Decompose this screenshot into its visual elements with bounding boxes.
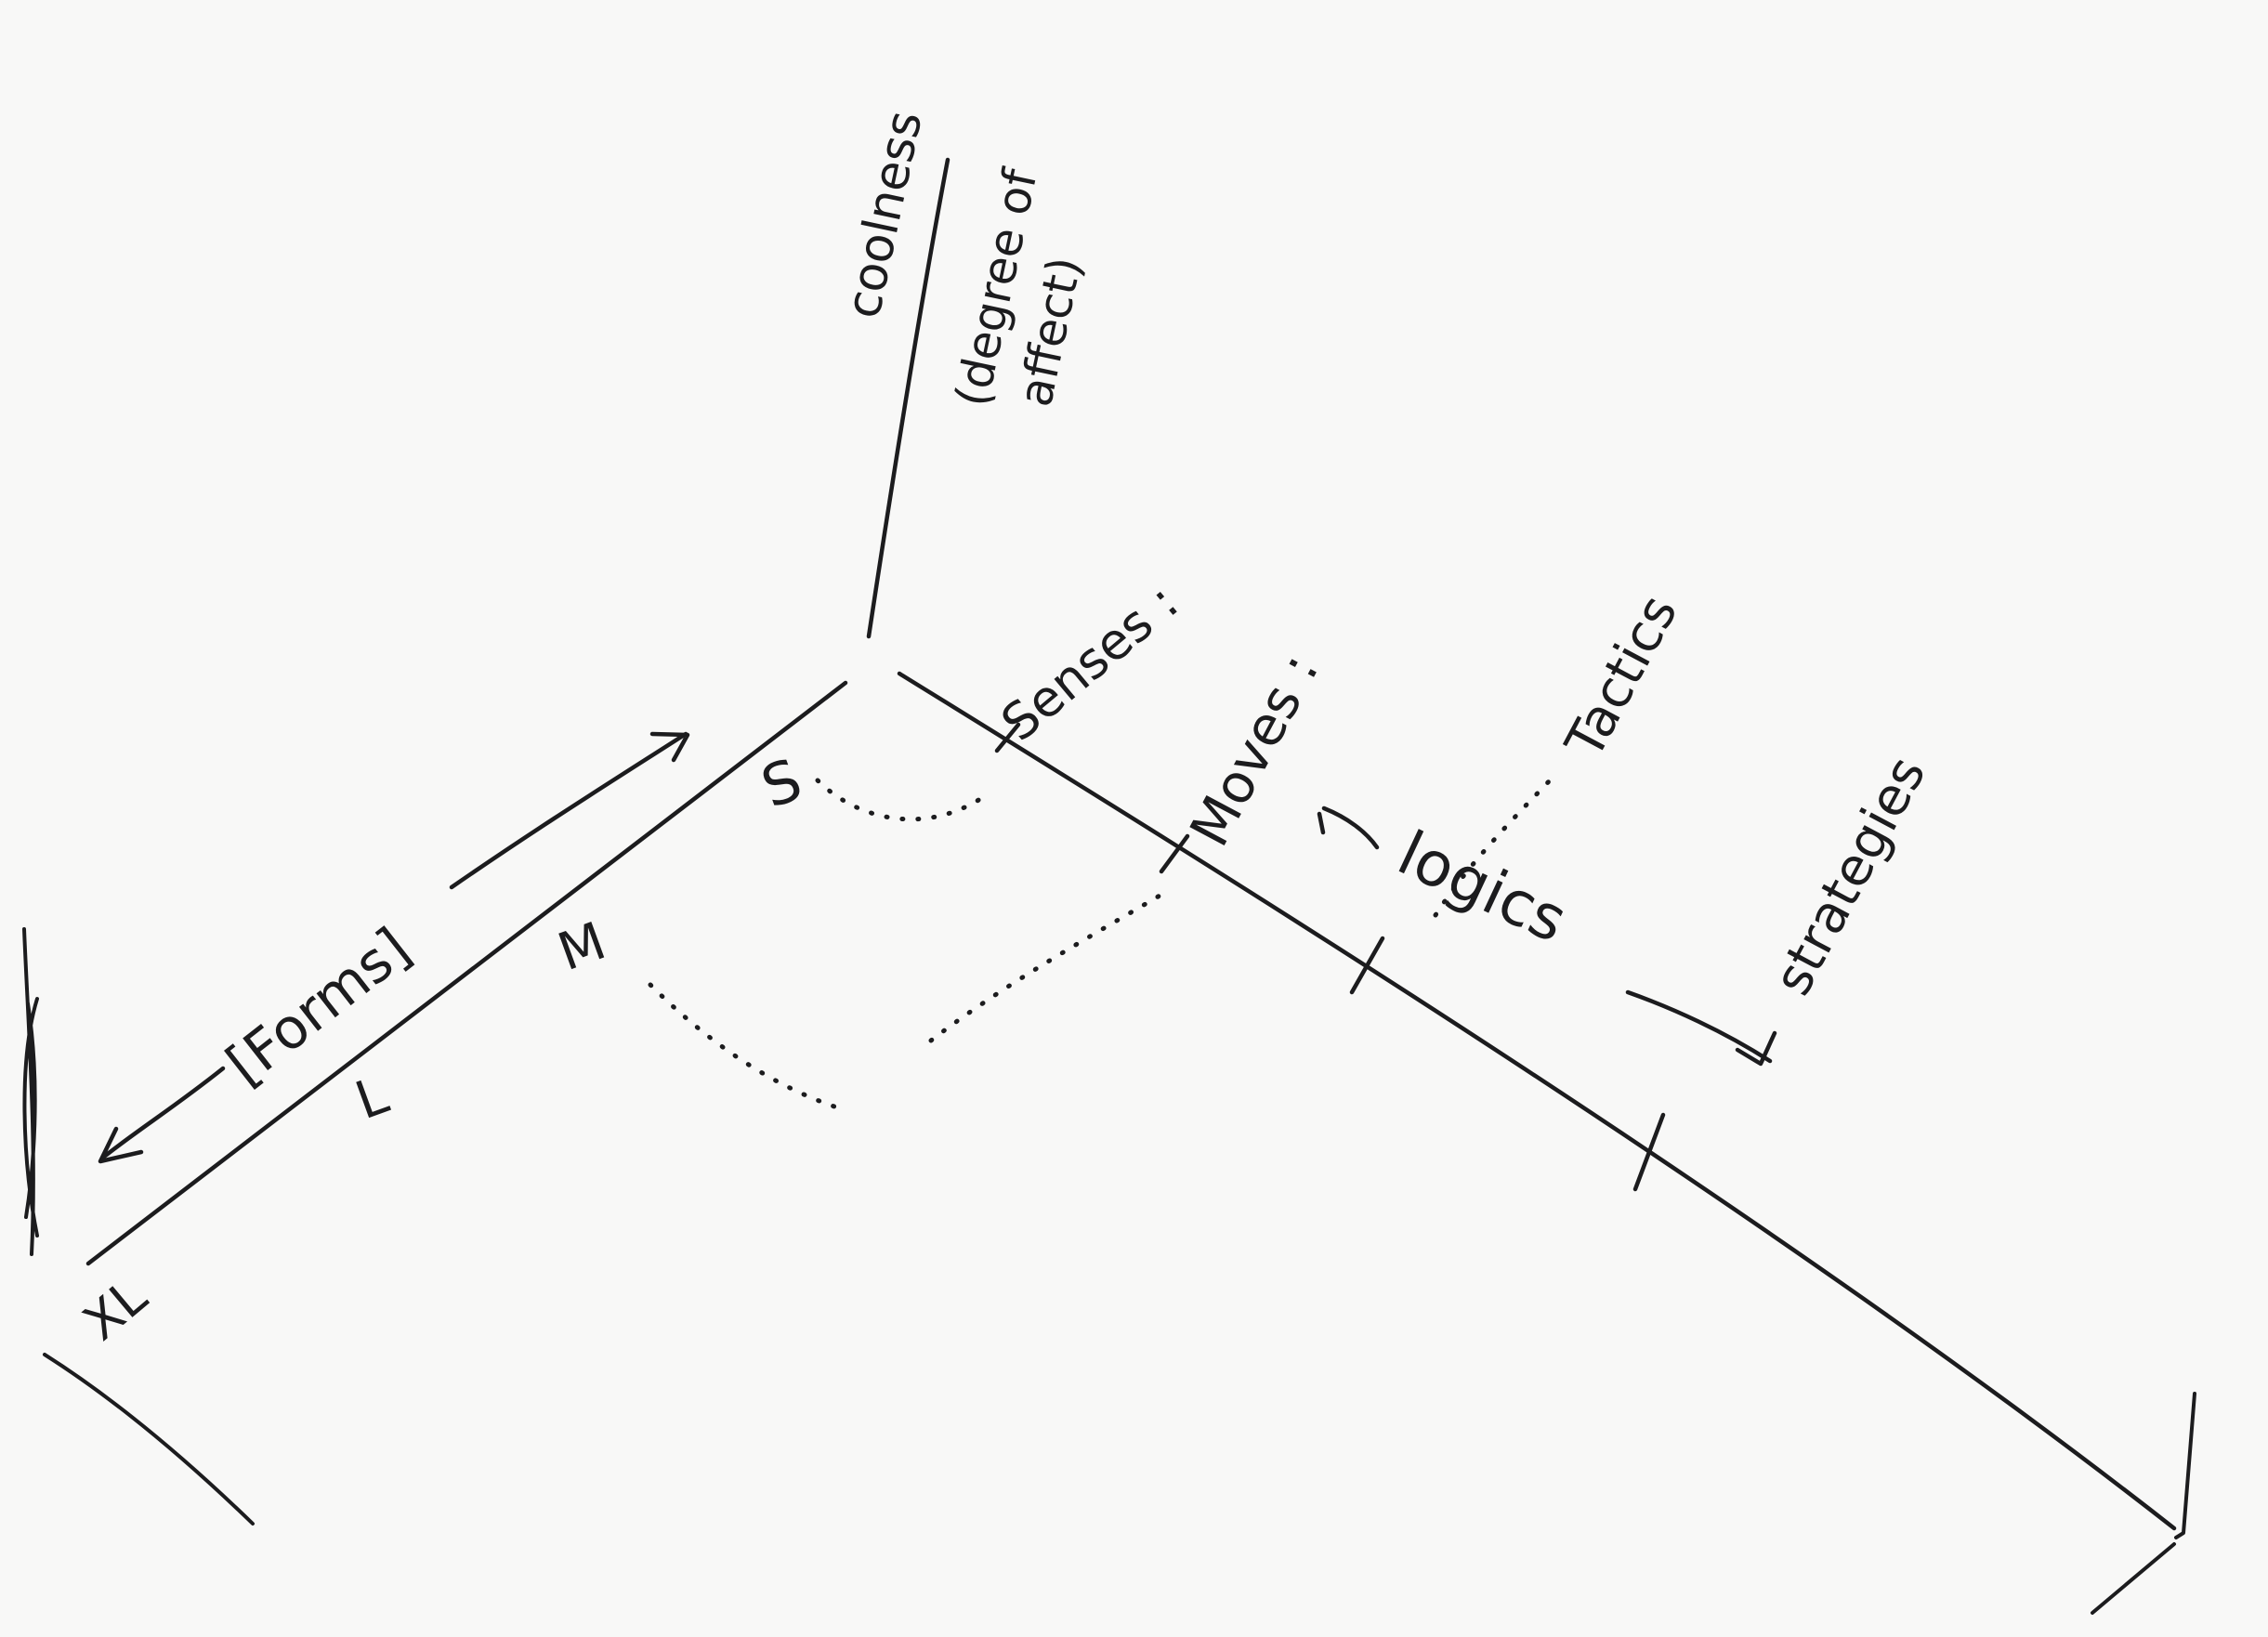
strategies-arrow-shaft bbox=[1625, 989, 1773, 1064]
bottom-left-boundary bbox=[43, 1353, 255, 1526]
coolness-label: coolness bbox=[835, 106, 934, 322]
left-edge-scribble bbox=[22, 927, 39, 1256]
dotted-link-m-moves bbox=[928, 889, 1169, 1043]
forms-label: [Forms] bbox=[215, 916, 423, 1098]
coolness-axis bbox=[866, 157, 950, 639]
axis-tick-logics bbox=[1349, 936, 1385, 995]
dotted-link-l-logics bbox=[648, 982, 848, 1113]
size-xl-label: XL bbox=[72, 1267, 158, 1352]
axis-tick-strategies bbox=[1632, 1112, 1666, 1192]
dotted-link-logics-tactics bbox=[1433, 778, 1553, 918]
size-m-label: M bbox=[551, 911, 614, 984]
strategies-arrow-head bbox=[1735, 1030, 1777, 1067]
forms-arrow-upper-head bbox=[649, 731, 690, 763]
forms-arrow-upper-shaft bbox=[449, 731, 688, 890]
forms-axis bbox=[85, 680, 848, 1266]
forms-arrow-lower-shaft bbox=[101, 1066, 226, 1159]
senses-label: Senses : bbox=[990, 572, 1189, 753]
axis-tick-senses bbox=[994, 722, 1021, 753]
logics-label: logics bbox=[1387, 818, 1577, 957]
logics-up-arrow bbox=[1317, 805, 1380, 850]
size-l-label: L bbox=[348, 1065, 397, 1132]
dotted-link-s-senses bbox=[815, 778, 983, 822]
size-s-label: S bbox=[753, 745, 810, 821]
bottom-right-corner-mark bbox=[2091, 1392, 2196, 1615]
axis-tick-moves bbox=[1159, 833, 1190, 874]
strategies-label: strategies bbox=[1763, 747, 1938, 1004]
moves-label: Moves : bbox=[1177, 643, 1331, 856]
forms-arrow-lower-head bbox=[98, 1126, 144, 1164]
logics-axis bbox=[897, 671, 2177, 1531]
tactics-label: Tactics bbox=[1554, 585, 1690, 768]
